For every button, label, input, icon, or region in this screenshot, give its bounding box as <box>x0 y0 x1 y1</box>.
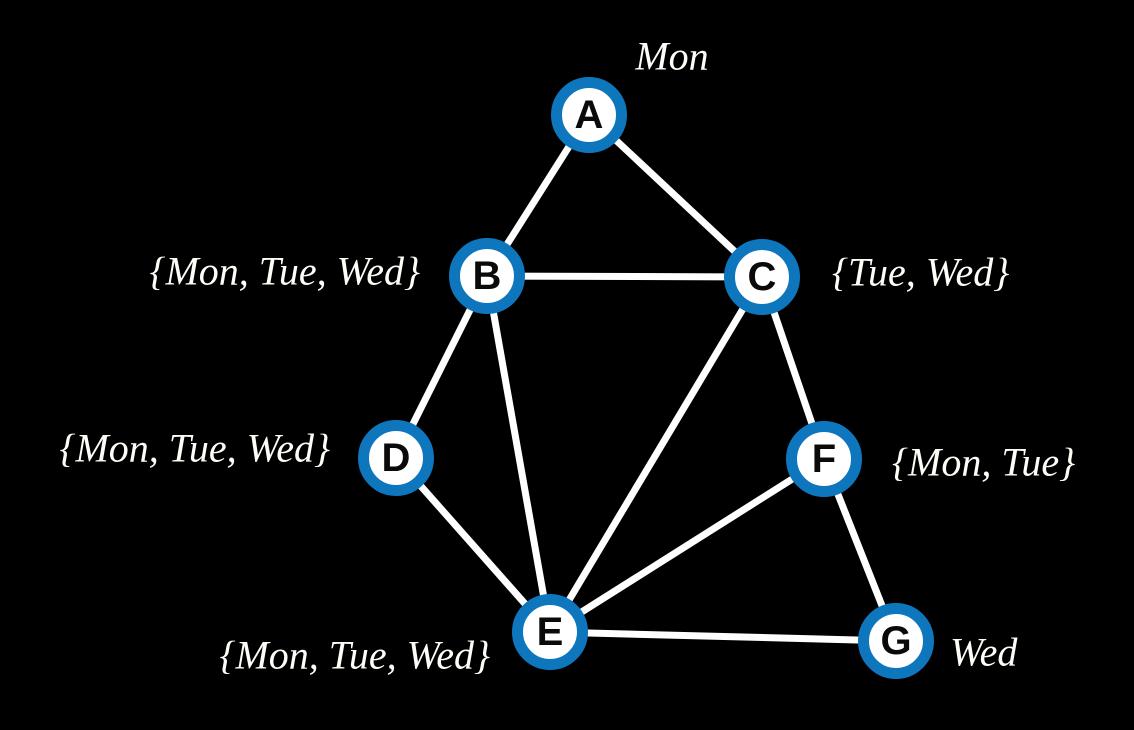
node-circle-G <box>858 603 934 679</box>
node-circle-A <box>551 77 627 153</box>
domain-label-C: {Tue, Wed} <box>832 250 1009 295</box>
edge-E-F <box>546 455 828 636</box>
node-letter-A: A <box>575 93 604 137</box>
domain-label-B: {Mon, Tue, Wed} <box>149 249 420 294</box>
node-circle-C <box>724 239 800 315</box>
edge-B-E <box>483 272 554 636</box>
node-circle-E <box>512 594 588 670</box>
edge-D-E <box>392 454 554 636</box>
node-E: E {Mon, Tue, Wed} <box>219 594 588 678</box>
node-letter-C: C <box>748 255 777 299</box>
node-letter-E: E <box>537 610 564 654</box>
node-F: F {Mon, Tue} <box>786 421 1075 497</box>
node-circle-D <box>358 420 434 496</box>
node-B: B {Mon, Tue, Wed} <box>149 238 525 314</box>
edge-A-C <box>585 111 766 281</box>
domain-label-A: Mon <box>634 34 708 79</box>
node-C: C {Tue, Wed} <box>724 239 1009 315</box>
node-D: D {Mon, Tue, Wed} <box>59 420 434 496</box>
node-letter-G: G <box>880 619 911 663</box>
domain-label-E: {Mon, Tue, Wed} <box>219 633 490 678</box>
edge-B-C <box>483 272 766 281</box>
node-letter-F: F <box>812 437 836 481</box>
domain-label-D: {Mon, Tue, Wed} <box>59 426 330 471</box>
domain-label-G: Wed <box>950 630 1018 675</box>
node-circle-B <box>449 238 525 314</box>
node-A: A Mon <box>551 34 709 153</box>
edge-E-G <box>546 628 900 645</box>
edge-C-E <box>546 273 766 636</box>
node-letter-B: B <box>473 254 502 298</box>
node-G: G Wed <box>858 603 1018 679</box>
node-letter-D: D <box>382 436 411 480</box>
node-circle-F <box>786 421 862 497</box>
domain-label-F: {Mon, Tue} <box>892 440 1075 485</box>
